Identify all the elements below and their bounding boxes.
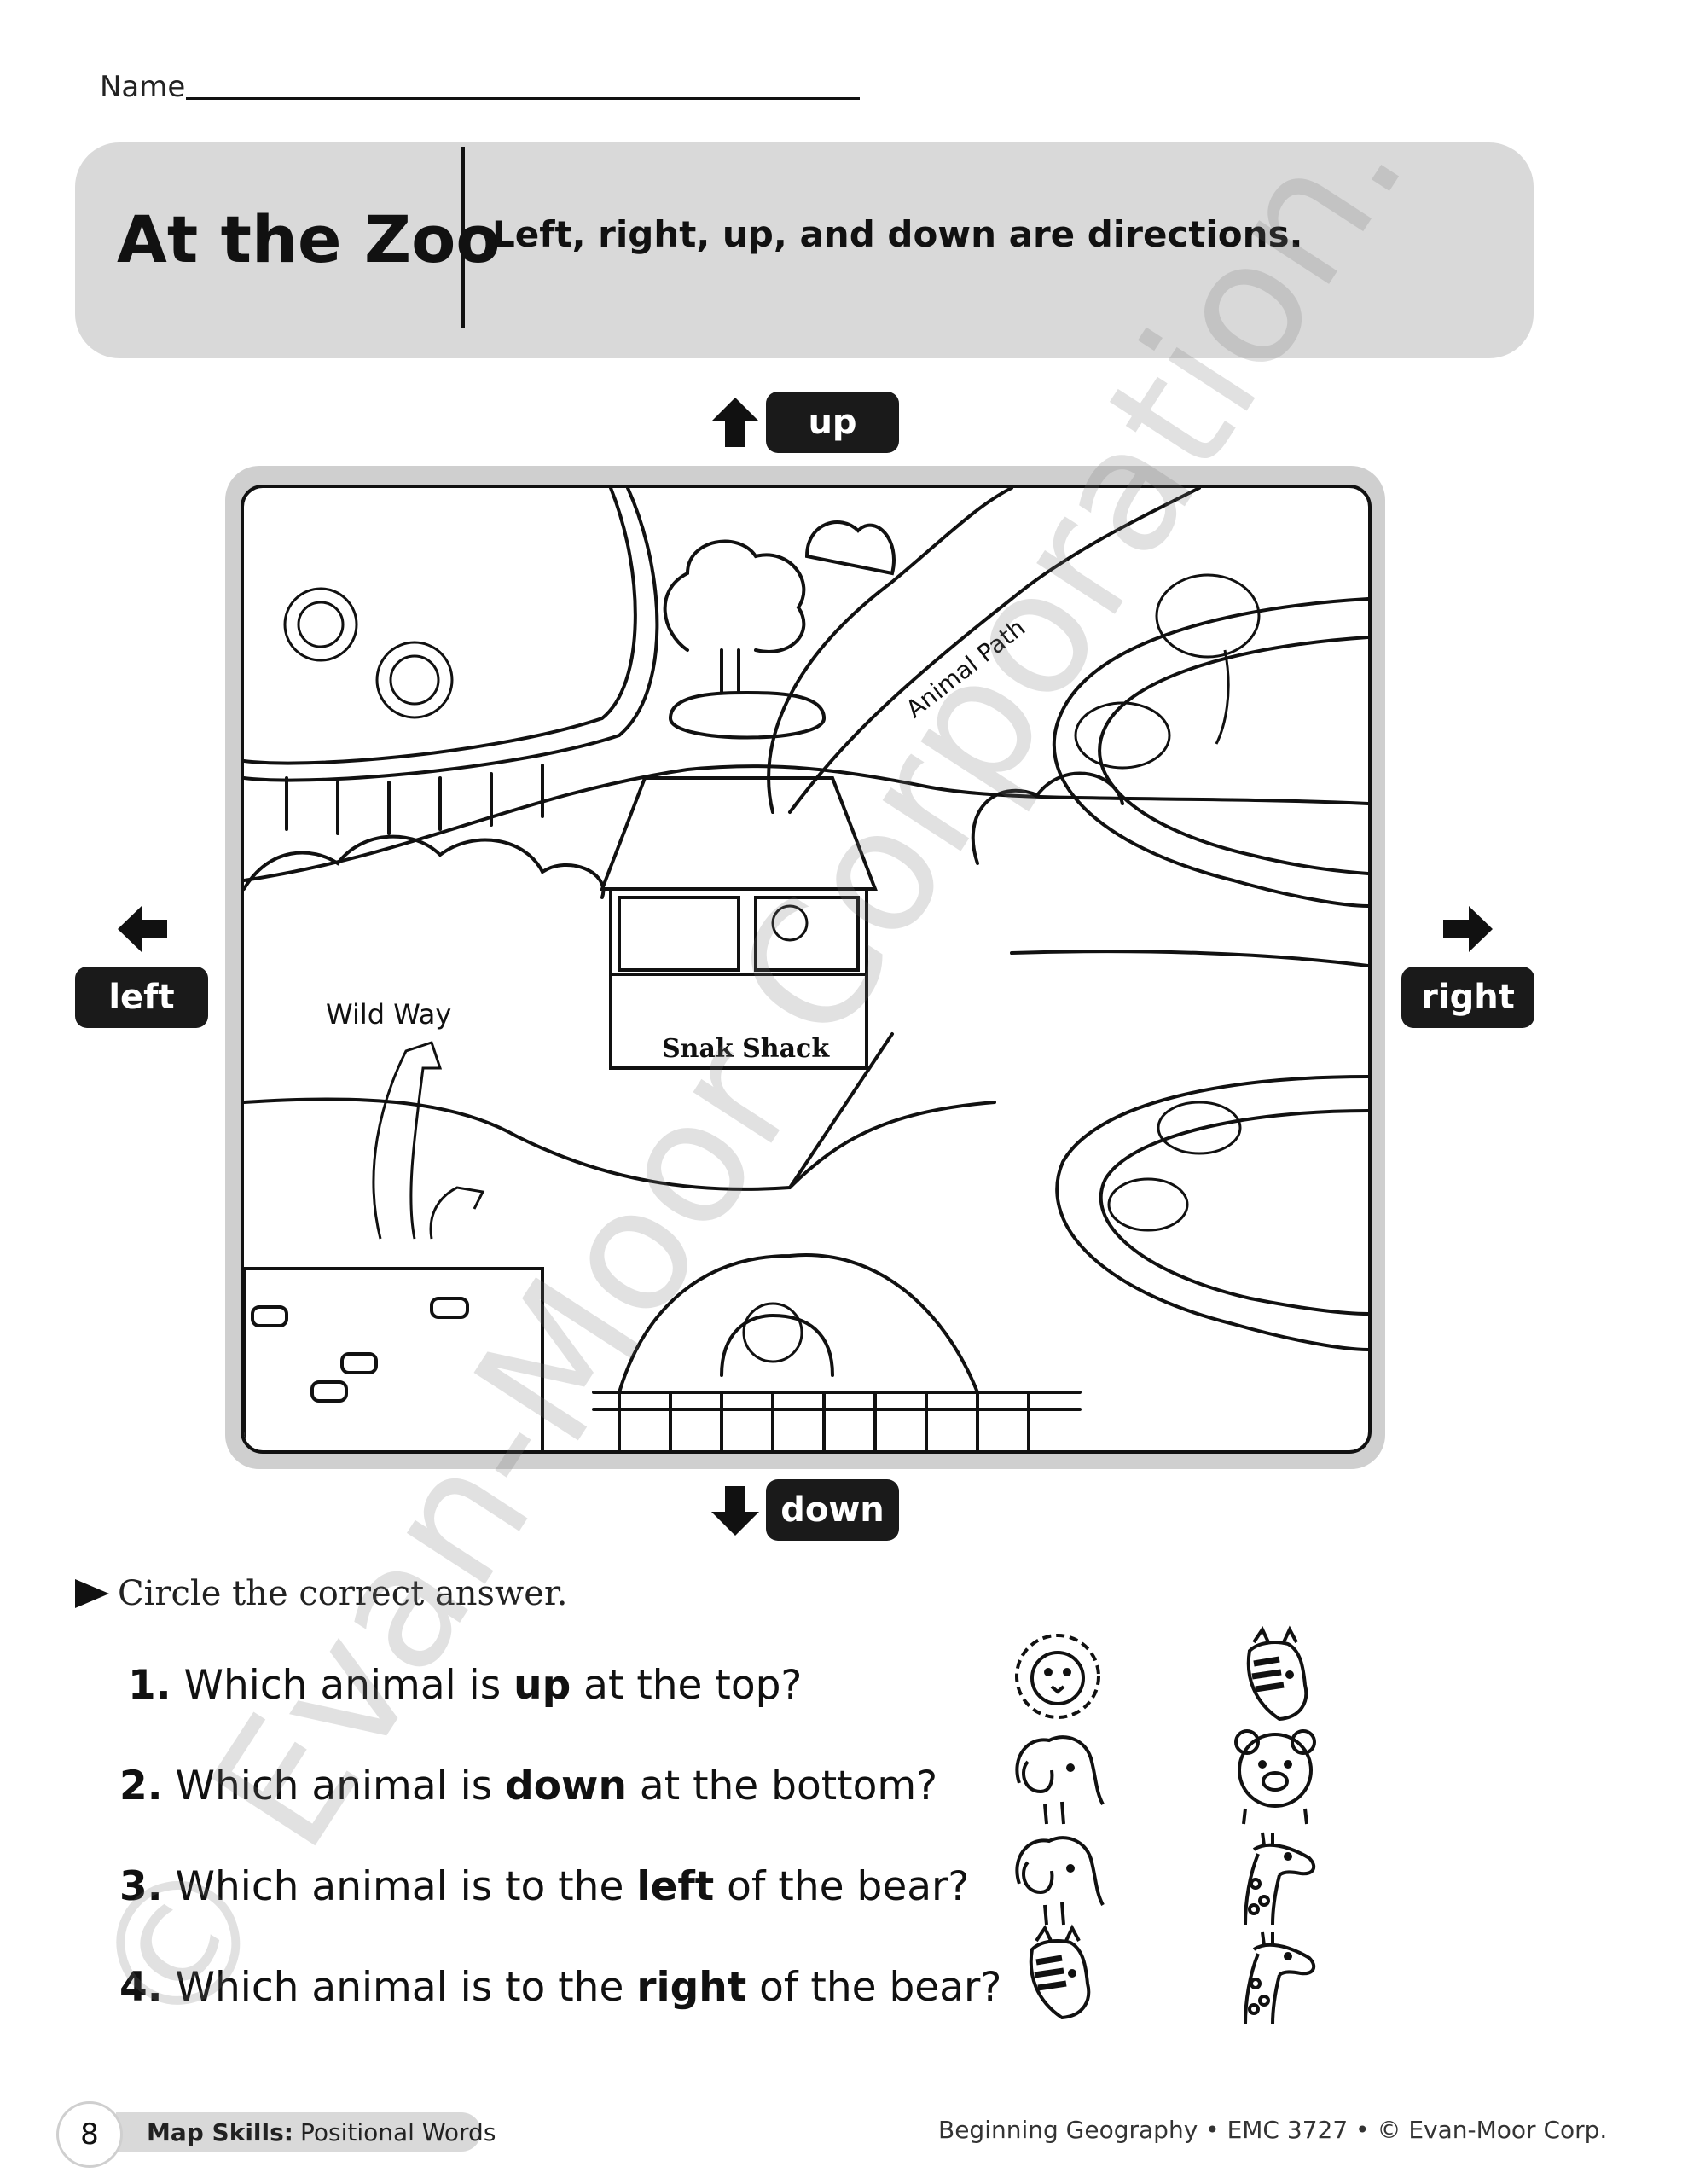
name-line[interactable] (186, 97, 860, 100)
giraffe-icon[interactable] (1220, 1824, 1331, 1926)
question-4: 4. Which animal is to the right of the b… (119, 1964, 1001, 2011)
question-text: Which animal is (175, 1763, 506, 1809)
direction-up-label: up (766, 392, 899, 453)
footer-section: Map Skills:Positional Words (116, 2112, 496, 2152)
elephant-icon[interactable] (1002, 1824, 1113, 1926)
instruction: Circle the correct answer. (75, 1574, 567, 1613)
page-subtitle: Left, right, up, and down are directions… (492, 213, 1303, 255)
arrow-down-icon (711, 1486, 759, 1536)
question-3: 3. Which animal is to the left of the be… (119, 1863, 969, 1910)
footer-section-text: Positional Words (300, 2117, 496, 2146)
question-text: at the top? (571, 1662, 803, 1709)
question-number: 2. (119, 1763, 163, 1809)
question-text: Which animal is (183, 1662, 514, 1709)
page-title: At the Zoo (117, 201, 501, 277)
name-label: Name (100, 70, 186, 104)
wild-way-label: Wild Way (326, 998, 452, 1031)
question-keyword: up (513, 1662, 571, 1709)
zebra-icon[interactable] (1002, 1924, 1113, 2026)
zoo-map-illustration (244, 488, 1368, 1450)
play-triangle-icon (75, 1579, 109, 1608)
question-text: Which animal is to the (175, 1964, 637, 2011)
question-text: of the bear? (746, 1964, 1002, 2011)
page-number: 8 (56, 2101, 123, 2168)
arrow-up-icon (711, 398, 759, 447)
instruction-text: Circle the correct answer. (118, 1574, 568, 1613)
question-keyword: right (636, 1964, 747, 2011)
question-number: 1. (128, 1662, 171, 1709)
footer-credit: Beginning Geography • EMC 3727 • © Evan-… (938, 2116, 1608, 2144)
direction-left-label: left (75, 967, 208, 1028)
bear-icon[interactable] (1220, 1723, 1331, 1826)
title-banner (75, 142, 1534, 358)
question-text: at the bottom? (626, 1763, 938, 1809)
question-keyword: down (505, 1763, 627, 1809)
arrow-right-icon (1443, 906, 1493, 952)
direction-down-label: down (766, 1479, 899, 1541)
zoo-map: Wild Way Animal Path Snak Shack (241, 485, 1372, 1454)
footer-section-bold: Map Skills: (147, 2117, 293, 2146)
question-text: Which animal is to the (175, 1863, 637, 1910)
question-keyword: left (636, 1863, 715, 1910)
arrow-left-icon (118, 906, 167, 952)
zebra-icon[interactable] (1220, 1625, 1331, 1728)
snack-shack-label: Snak Shack (662, 1034, 830, 1064)
giraffe-icon[interactable] (1220, 1924, 1331, 2026)
question-2: 2. Which animal is down at the bottom? (119, 1763, 937, 1809)
question-1: 1. Which animal is up at the top? (128, 1662, 802, 1709)
question-number: 3. (119, 1863, 163, 1910)
banner-divider (461, 147, 465, 328)
question-number: 4. (119, 1964, 163, 2011)
question-text: of the bear? (714, 1863, 970, 1910)
lion-icon[interactable] (1002, 1625, 1113, 1728)
elephant-icon[interactable] (1002, 1723, 1113, 1826)
direction-right-label: right (1401, 967, 1534, 1028)
